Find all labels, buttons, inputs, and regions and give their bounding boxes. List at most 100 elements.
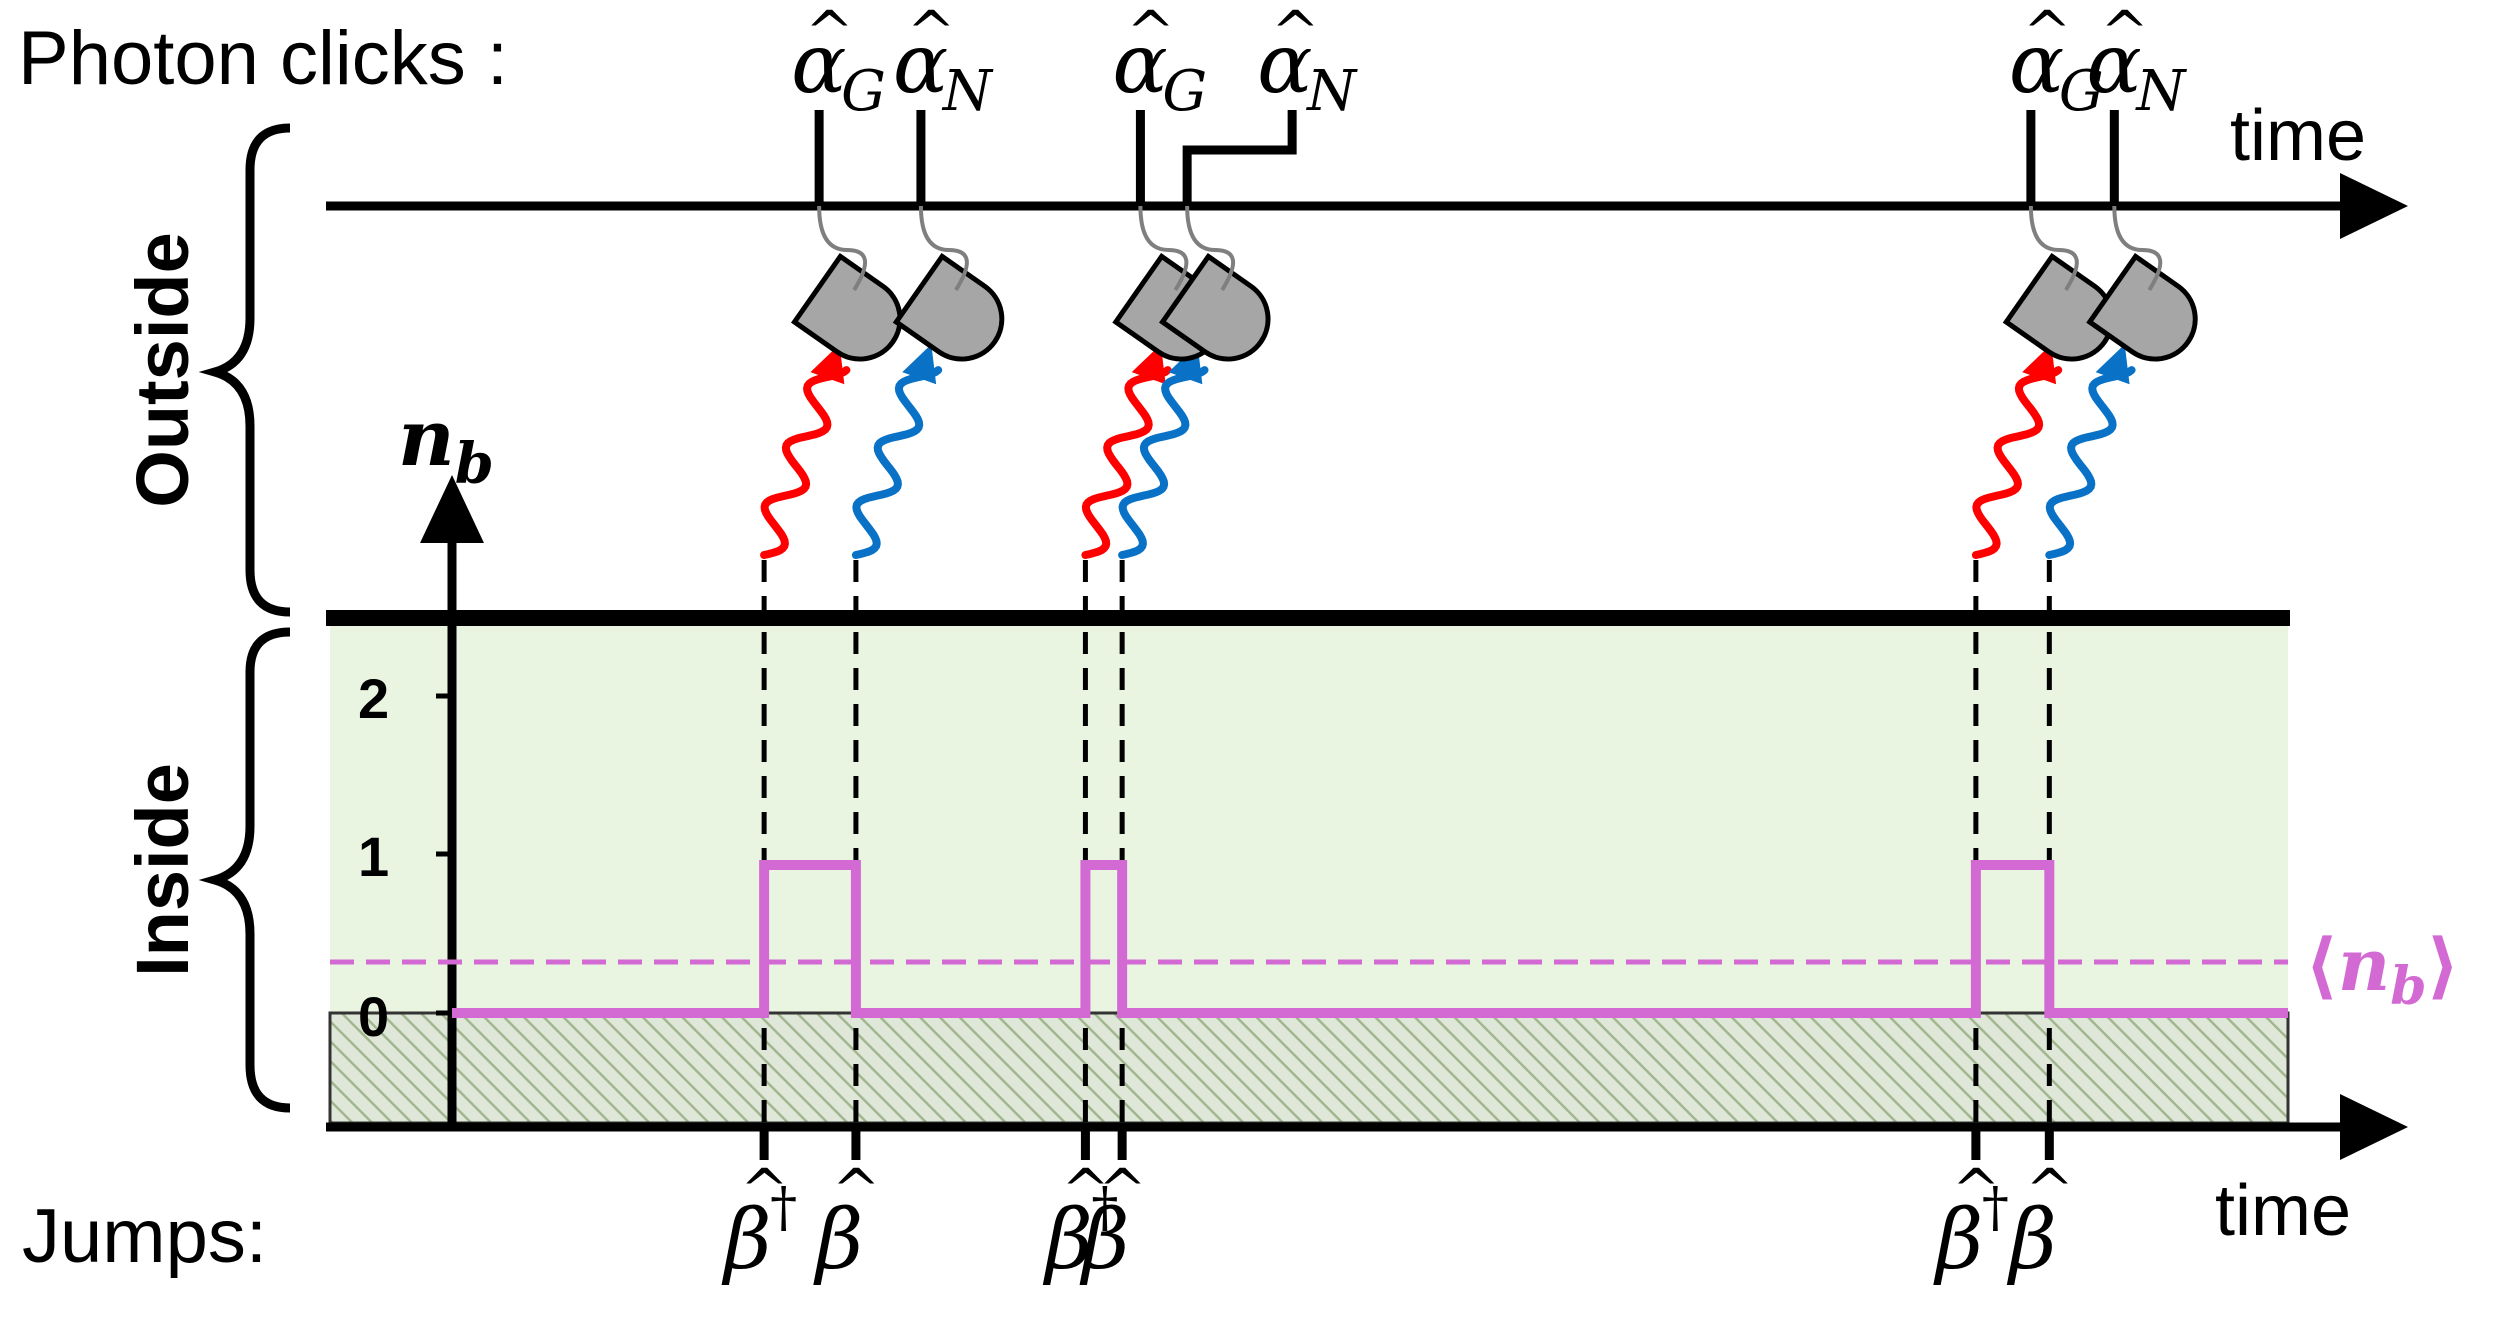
detectors-layer bbox=[790, 205, 2198, 362]
inside-region-background bbox=[330, 618, 2288, 1013]
detector-icon bbox=[790, 252, 903, 362]
detector-cable bbox=[918, 205, 969, 292]
operator-alpha: α bbox=[1112, 17, 1167, 112]
jump-operator-label: β^ bbox=[1079, 1156, 1147, 1288]
photons-layer bbox=[760, 344, 2136, 559]
operator-beta: β bbox=[1042, 1193, 1092, 1288]
operator-dagger: † bbox=[1091, 1176, 1118, 1239]
operator-subscript: N bbox=[941, 59, 994, 124]
click-operator-label: α^G bbox=[1112, 0, 1207, 124]
jump-operator-label: β^† bbox=[1933, 1156, 2009, 1288]
detector-icon bbox=[2086, 252, 2198, 362]
operator-subscript: N bbox=[1305, 59, 1358, 124]
bottom-time-axis bbox=[326, 1094, 2408, 1160]
operator-hat: ^ bbox=[1061, 1156, 1110, 1224]
nb-trajectory-line bbox=[452, 860, 2288, 1018]
operator-subscript: G bbox=[841, 59, 886, 124]
detector-cable bbox=[2028, 205, 2079, 292]
top-time-label: time bbox=[2230, 96, 2366, 176]
y-axis-label: nb bbox=[398, 393, 494, 497]
operators-layer: α^Gβ^†α^Nβ^α^Gβ^†α^Nβ^α^Gβ^†α^Nβ^ bbox=[721, 0, 2187, 1288]
jumps-label: Jumps: bbox=[22, 1194, 267, 1279]
photon-n-wavy-arrow-icon bbox=[2045, 366, 2136, 559]
operator-dagger: † bbox=[770, 1176, 797, 1239]
click-operator-label: α^G bbox=[2009, 0, 2104, 124]
photon-arrowhead bbox=[2022, 344, 2057, 385]
photon-click-marker bbox=[1182, 110, 1297, 206]
photon-arrowhead bbox=[902, 344, 937, 385]
jump-operator-label: β^† bbox=[1042, 1156, 1118, 1288]
operator-subscript: G bbox=[1162, 59, 1207, 124]
photon-g-wavy-arrow-icon bbox=[1081, 366, 1172, 559]
operator-hat: ^ bbox=[740, 1156, 789, 1224]
operator-hat: ^ bbox=[2023, 0, 2072, 66]
photon-g-wavy-arrow-icon bbox=[760, 366, 851, 559]
click-operator-label: α^N bbox=[1257, 0, 1358, 124]
mean-nb-label: ⟨nb⟩ bbox=[2305, 922, 2460, 1017]
operator-hat: ^ bbox=[2025, 1156, 2074, 1224]
detector-body bbox=[790, 252, 903, 362]
region-inside-label: Inside bbox=[121, 763, 204, 977]
detector-icon bbox=[1159, 252, 1271, 362]
operator-alpha: α bbox=[893, 17, 948, 112]
y-axis bbox=[420, 475, 484, 1128]
detector-icon bbox=[892, 252, 1005, 362]
operator-beta: β bbox=[1933, 1193, 1983, 1288]
operator-hat: ^ bbox=[2100, 0, 2149, 66]
operator-hat: ^ bbox=[832, 1156, 881, 1224]
y-ticks: 2 1 0 bbox=[358, 667, 452, 1048]
photon-arrowhead bbox=[1131, 344, 1166, 385]
y-tick-label-0: 0 bbox=[358, 985, 389, 1048]
detector-body bbox=[2086, 252, 2198, 362]
detector-cable bbox=[817, 205, 868, 292]
photon-n-wavy-arrow-icon bbox=[1118, 366, 1209, 559]
top-time-axis bbox=[326, 173, 2408, 239]
detector-cable bbox=[1185, 205, 1236, 292]
photon-g-wavy-arrow-icon bbox=[1971, 366, 2063, 559]
operator-hat: ^ bbox=[907, 0, 956, 66]
operator-subscript: N bbox=[2134, 59, 2187, 124]
operator-alpha: α bbox=[2009, 17, 2064, 112]
photon-clicks-layer bbox=[814, 110, 2119, 206]
jump-operator-label: β^† bbox=[721, 1156, 797, 1288]
operator-hat: ^ bbox=[805, 0, 854, 66]
operator-beta: β bbox=[721, 1193, 771, 1288]
curly-brace-icon bbox=[198, 123, 291, 617]
photon-clicks-label: Photon clicks : bbox=[18, 16, 508, 101]
operator-beta: β bbox=[2006, 1193, 2056, 1288]
detector-cable bbox=[1138, 205, 1189, 292]
click-operator-label: α^G bbox=[791, 0, 886, 124]
curly-brace-icon bbox=[198, 627, 291, 1113]
operator-beta: β bbox=[1079, 1193, 1129, 1288]
operator-alpha: α bbox=[1257, 17, 1312, 112]
operator-hat: ^ bbox=[1952, 1156, 2001, 1224]
operator-dagger: † bbox=[1982, 1176, 2009, 1239]
operator-beta: β bbox=[813, 1193, 863, 1288]
detector-cable bbox=[2112, 205, 2163, 292]
trajectory-layer bbox=[452, 860, 2288, 1018]
operator-hat: ^ bbox=[1271, 0, 1320, 66]
y-tick-label-2: 2 bbox=[358, 667, 389, 730]
y-tick-label-1: 1 bbox=[358, 825, 389, 888]
operator-alpha: α bbox=[791, 17, 846, 112]
operator-hat: ^ bbox=[1098, 1156, 1147, 1224]
photon-n-wavy-arrow-icon bbox=[851, 366, 943, 559]
detector-body bbox=[892, 252, 1005, 362]
photon-arrowhead bbox=[2095, 344, 2130, 385]
operator-subscript: G bbox=[2059, 59, 2104, 124]
region-outside-label: Outside bbox=[121, 232, 204, 507]
photon-arrowhead bbox=[810, 344, 845, 385]
forbidden-hatched-region bbox=[328, 1011, 2290, 1125]
detector-body bbox=[1159, 252, 1271, 362]
jump-operator-label: β^ bbox=[2006, 1156, 2074, 1288]
click-operator-label: α^N bbox=[2086, 0, 2187, 124]
jump-operator-label: β^ bbox=[813, 1156, 881, 1288]
click-operator-label: α^N bbox=[893, 0, 994, 124]
operator-hat: ^ bbox=[1126, 0, 1175, 66]
jump-ticks bbox=[759, 1127, 2054, 1160]
operator-alpha: α bbox=[2086, 17, 2141, 112]
bottom-time-label: time bbox=[2215, 1171, 2351, 1251]
dashed-guides bbox=[761, 560, 2052, 1127]
